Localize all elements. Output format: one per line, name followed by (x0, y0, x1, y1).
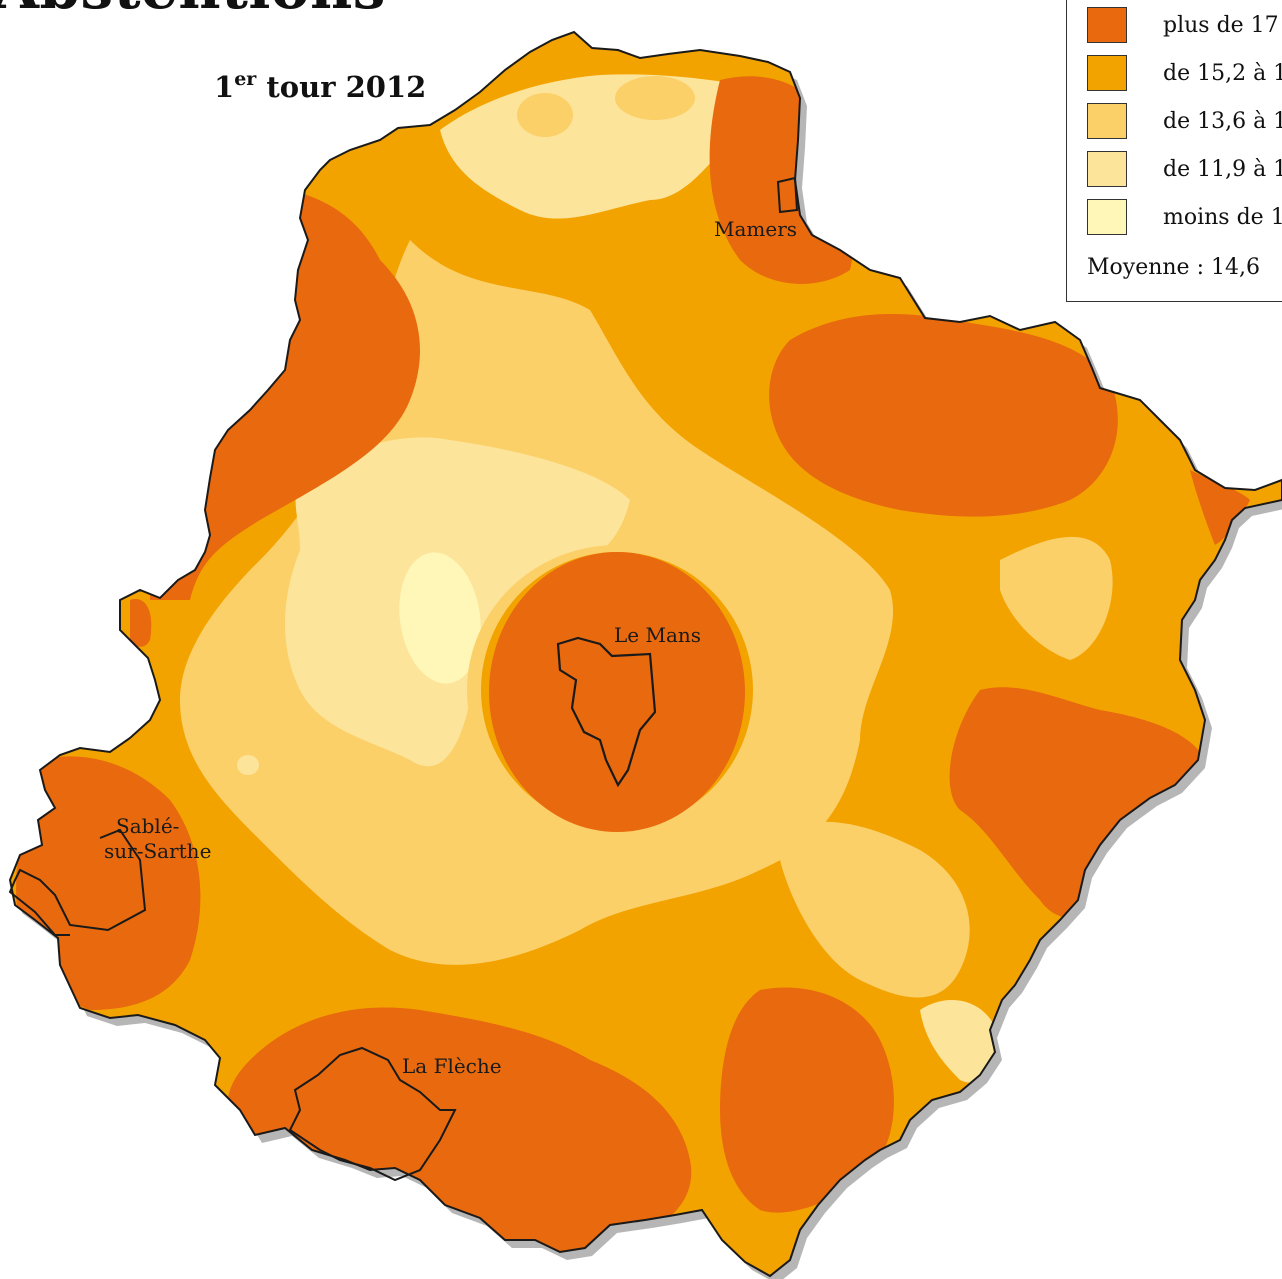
legend-item-1: plus de 17 (1087, 5, 1279, 45)
subtitle-text: tour 2012 (256, 70, 427, 104)
zone-south-east-light (780, 821, 970, 998)
zone-light-spot (237, 755, 259, 775)
zone-south-east-high (720, 987, 894, 1213)
zone-le-mans-high (489, 552, 745, 832)
city-label-sable-line2: sur-Sarthe (104, 839, 212, 863)
zone-south-east-lighter (920, 1000, 1000, 1083)
legend-swatch-5 (1087, 199, 1127, 235)
mamers-boundary (776, 176, 799, 214)
zone-sable-high (16, 756, 201, 1010)
zone-east-light (1000, 536, 1113, 660)
subtitle-number: 1 (214, 70, 235, 104)
legend-item-3: de 13,6 à 1 (1087, 101, 1282, 141)
zone-north-spot2 (615, 76, 695, 120)
la-fleche-boundary (288, 1046, 457, 1182)
sable-boundary (8, 828, 147, 936)
legend-label-1: plus de 17 (1163, 12, 1279, 38)
legend-label-5: moins de 1 (1163, 204, 1282, 230)
legend-swatch-4 (1087, 151, 1127, 187)
legend-swatch-2 (1087, 55, 1127, 91)
zone-west-edge-high (130, 599, 152, 647)
legend-swatch-3 (1087, 103, 1127, 139)
legend-label-2: de 15,2 à 1 (1163, 60, 1282, 86)
city-label-sable-line1: Sablé- (116, 814, 180, 838)
legend-average: Moyenne : 14,6 (1087, 255, 1260, 280)
legend-swatch-1 (1087, 7, 1127, 43)
legend-item-2: de 15,2 à 1 (1087, 53, 1282, 93)
legend-label-3: de 13,6 à 1 (1163, 108, 1282, 134)
subtitle-superscript: er (234, 68, 257, 90)
zone-lowest (399, 552, 481, 684)
le-mans-boundary (556, 636, 657, 788)
page-title: Abstentions (0, 0, 386, 22)
legend-label-4: de 11,9 à 1 (1163, 156, 1282, 182)
legend-item-5: moins de 1 (1087, 197, 1282, 237)
city-label-le-mans: Le Mans (614, 623, 702, 647)
legend: plus de 17 de 15,2 à 1 de 13,6 à 1 de 11… (1066, 0, 1282, 302)
legend-item-4: de 11,9 à 1 (1087, 149, 1282, 189)
map-subtitle: 1er tour 2012 (214, 68, 426, 104)
city-label-la-fleche: La Flèche (402, 1054, 502, 1078)
zone-north-spot (517, 93, 573, 137)
city-label-mamers: Mamers (714, 217, 798, 241)
zone-east-edge-high (1190, 470, 1250, 545)
zone-north-east-high (769, 314, 1118, 517)
